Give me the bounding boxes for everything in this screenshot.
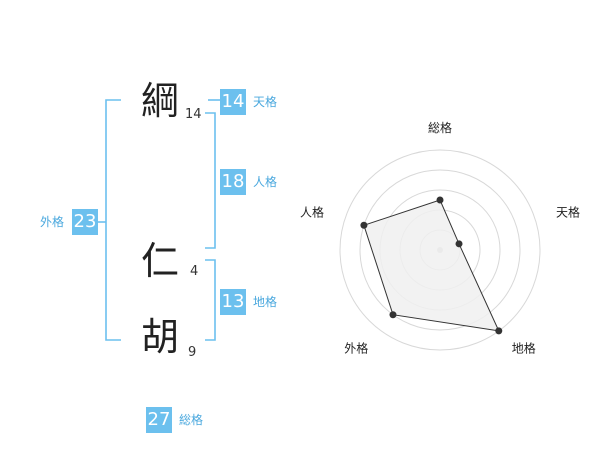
radar-axis-label-1: 総格 [428,120,452,135]
soukaku-badge: 27 [146,407,172,433]
name-char-2-strokes: 4 [190,264,199,279]
radar-point-4 [389,311,397,319]
name-char-1-strokes: 14 [185,107,202,122]
radar-axis-label-3: 地格 [512,341,536,356]
name-char-1: 綱 [141,79,180,123]
radar-ring-4 [359,169,521,331]
chikaku-badge: 13 [220,289,246,315]
gaikaku-bracket [105,99,121,341]
tenkaku-label: 天格 [253,95,278,109]
name-char-3: 胡 [141,315,180,359]
gaikaku-label: 外格 [40,215,65,229]
gaikaku-badge: 23 [72,209,98,235]
jinkaku-label: 人格 [253,175,278,189]
radar-point-2 [455,240,463,248]
radar-point-5 [360,221,368,229]
radar-point-1 [436,196,444,204]
radar-axis-label-5: 人格 [300,204,324,219]
jinkaku-bracket [205,112,216,249]
radar-shape [360,196,503,335]
radar-axis-label-4: 外格 [344,341,368,356]
soukaku-label: 総格 [179,413,204,427]
radar-polygon [363,199,500,332]
name-char-3-strokes: 9 [188,345,197,360]
name-char-2: 仁 [141,239,180,283]
chikaku-bracket [205,259,216,341]
jinkaku-badge: 18 [220,169,246,195]
chikaku-label: 地格 [253,295,278,309]
tenkaku-badge: 14 [220,89,246,115]
radar-axis-label-2: 天格 [556,204,580,219]
radar-point-3 [495,327,503,335]
radar-ring-5 [339,149,541,351]
